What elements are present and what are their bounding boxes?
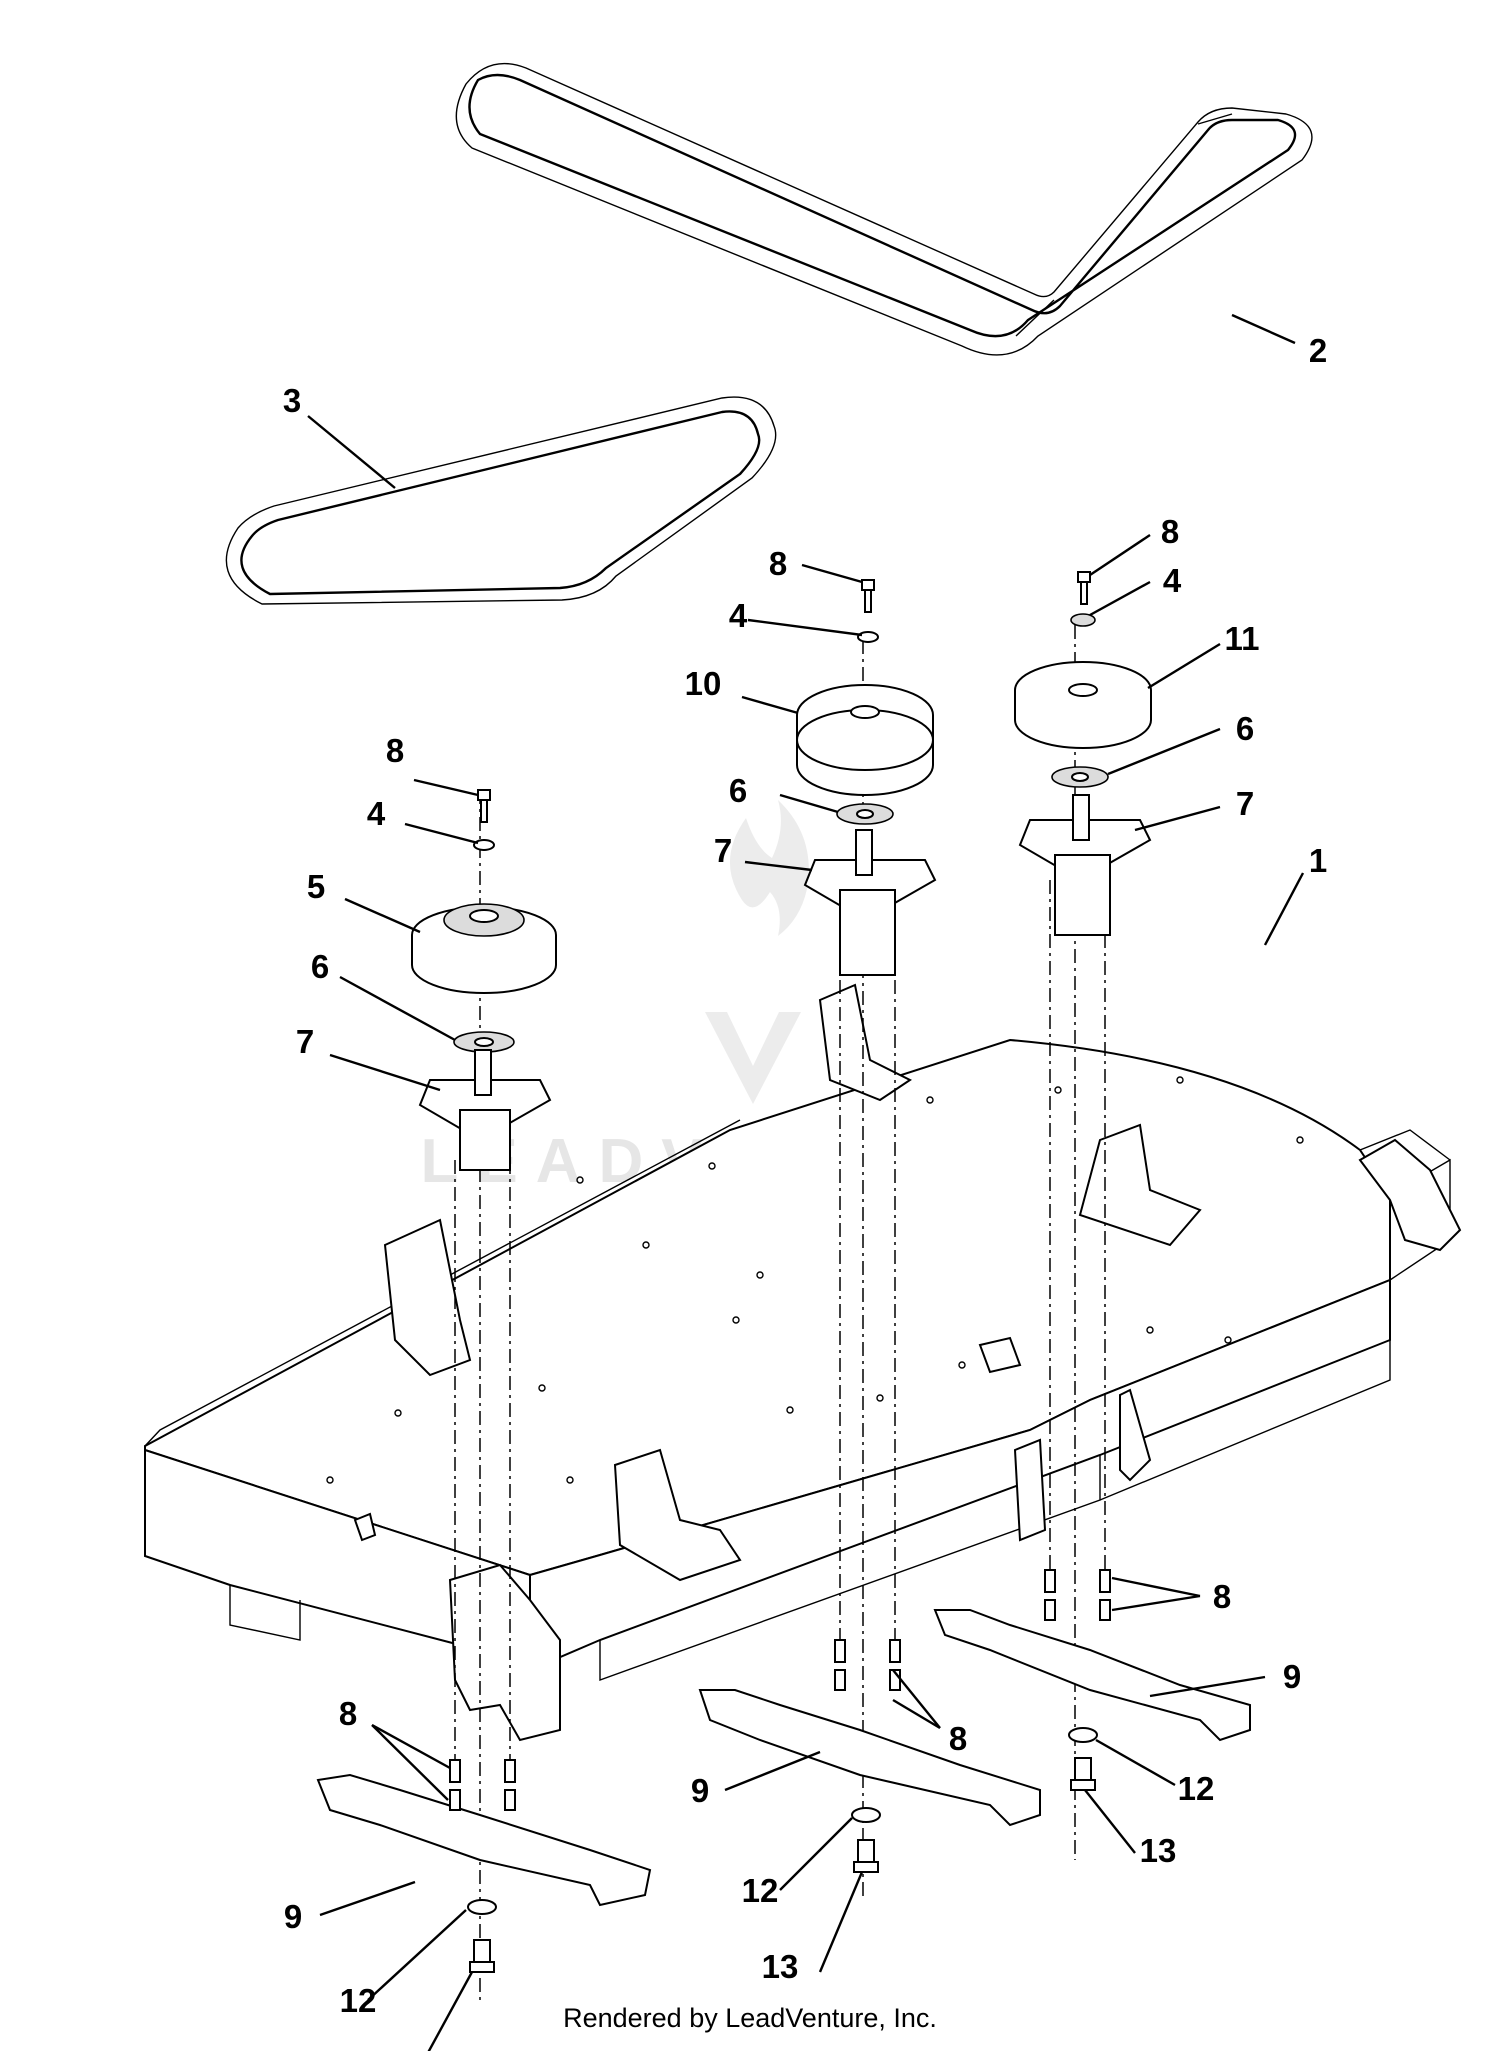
- leader-lines: [307, 313, 1305, 2051]
- callout-11: 11: [1225, 620, 1260, 657]
- callout-4-left: 4: [367, 795, 386, 832]
- callout-6-right: 6: [1236, 710, 1254, 747]
- callout-8-right-bottom: 8: [1213, 1578, 1231, 1615]
- bolts-center-bottom[interactable]: [834, 1639, 901, 1691]
- blade-bolt-right[interactable]: [1070, 1757, 1096, 1791]
- blade-right[interactable]: [933, 1609, 1251, 1742]
- blade-washer-center[interactable]: [851, 1807, 881, 1823]
- callout-3: 3: [283, 382, 301, 419]
- blade-left[interactable]: [316, 1773, 652, 1907]
- callout-6-center: 6: [729, 772, 747, 809]
- callout-9-center: 9: [691, 1772, 709, 1809]
- callout-1: 1: [1309, 842, 1327, 879]
- blade-bolt-left[interactable]: [469, 1939, 495, 1973]
- callout-12-center: 12: [742, 1872, 779, 1909]
- callout-labels: 1 2 3 4 4 4 5 6 6 6 7 7 7 8 8 8 8 8 8 9 …: [283, 332, 1327, 2051]
- callout-9-right: 9: [1283, 1658, 1301, 1695]
- callout-8-left-bottom: 8: [339, 1695, 357, 1732]
- callout-4-center: 4: [729, 597, 748, 634]
- render-credit: Rendered by LeadVenture, Inc.: [563, 2003, 937, 2033]
- callout-7-center: 7: [714, 832, 732, 869]
- callout-8-center-top: 8: [769, 545, 787, 582]
- pulley-right[interactable]: [1014, 661, 1152, 749]
- washer-left[interactable]: [473, 839, 495, 851]
- bolts-right-bottom[interactable]: [1044, 1569, 1111, 1621]
- spacer-center[interactable]: [836, 803, 894, 825]
- pulley-left[interactable]: [411, 903, 557, 994]
- callout-12-left: 12: [340, 1982, 377, 2019]
- callout-13-center: 13: [762, 1948, 799, 1985]
- bolt-right-top[interactable]: [1077, 571, 1091, 605]
- callout-6-left: 6: [311, 948, 329, 985]
- callout-8-center-bottom: 8: [949, 1720, 967, 1757]
- callout-8-right-top: 8: [1161, 513, 1179, 550]
- blade-bolt-center[interactable]: [853, 1839, 879, 1873]
- callout-13-right: 13: [1140, 1832, 1177, 1869]
- callout-12-right: 12: [1178, 1770, 1215, 1807]
- callout-4-right: 4: [1163, 562, 1182, 599]
- callout-2: 2: [1309, 332, 1327, 369]
- washer-center[interactable]: [857, 631, 879, 643]
- blade-center[interactable]: [698, 1689, 1041, 1827]
- washer-right[interactable]: [1070, 613, 1096, 627]
- spacer-left[interactable]: [453, 1031, 515, 1053]
- callout-8-left-top: 8: [386, 732, 404, 769]
- blade-washer-right[interactable]: [1068, 1727, 1098, 1743]
- secondary-belt[interactable]: [225, 396, 777, 605]
- deck-brackets: [353, 983, 1462, 1742]
- callout-5: 5: [307, 868, 325, 905]
- blade-washer-left[interactable]: [467, 1899, 497, 1915]
- pulley-center[interactable]: [796, 684, 934, 796]
- spindle-left[interactable]: [418, 1049, 552, 1171]
- bolt-center-top[interactable]: [861, 579, 875, 613]
- deck-holes: [326, 1076, 1304, 1484]
- callout-10: 10: [685, 665, 722, 702]
- callout-7-right: 7: [1236, 785, 1254, 822]
- deck-housing[interactable]: [144, 1038, 1451, 1681]
- callout-9-left: 9: [284, 1898, 302, 1935]
- spindle-center[interactable]: [803, 829, 937, 976]
- spindle-right[interactable]: [1018, 794, 1152, 936]
- main-belt[interactable]: [455, 62, 1313, 356]
- spacer-right[interactable]: [1051, 766, 1109, 788]
- bolts-left-bottom[interactable]: [449, 1759, 516, 1811]
- callout-7-left: 7: [296, 1023, 314, 1060]
